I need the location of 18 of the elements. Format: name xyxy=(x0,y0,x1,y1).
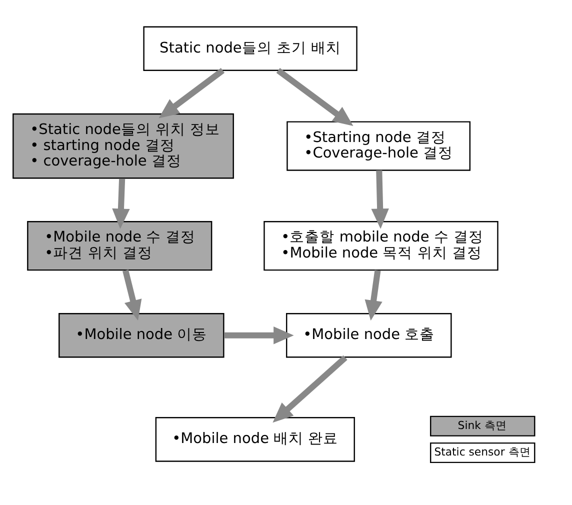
arrow xyxy=(371,170,389,229)
node-box: •호출할 mobile node 수 결정 •Mobile node 목적 위치 결정 xyxy=(264,221,498,271)
arrow xyxy=(122,270,142,320)
arrow xyxy=(112,178,130,229)
node-box: •Mobile node 이동 xyxy=(58,313,224,358)
node-box: •Mobile node 수 결정 •파견 위치 결정 xyxy=(27,221,212,271)
node-box: •Starting node 결정 •Coverage-hole 결정 xyxy=(286,121,471,171)
legend-label: Sink 측면 xyxy=(458,418,506,432)
node-box: •Static node들의 위치 정보 • starting node 결정 • coverage-hole 결정 xyxy=(12,113,234,179)
arrow xyxy=(158,68,225,118)
arrow xyxy=(272,355,348,423)
arrow xyxy=(276,68,354,126)
legend-label: Static sensor 측면 xyxy=(434,445,530,458)
node-box: •Mobile node 호출 xyxy=(286,313,452,358)
node-box: Static node들의 초기 배치 xyxy=(143,26,358,71)
node-box: •Mobile node 배치 완료 xyxy=(155,417,355,462)
arrow xyxy=(364,270,382,321)
arrow xyxy=(224,326,294,344)
